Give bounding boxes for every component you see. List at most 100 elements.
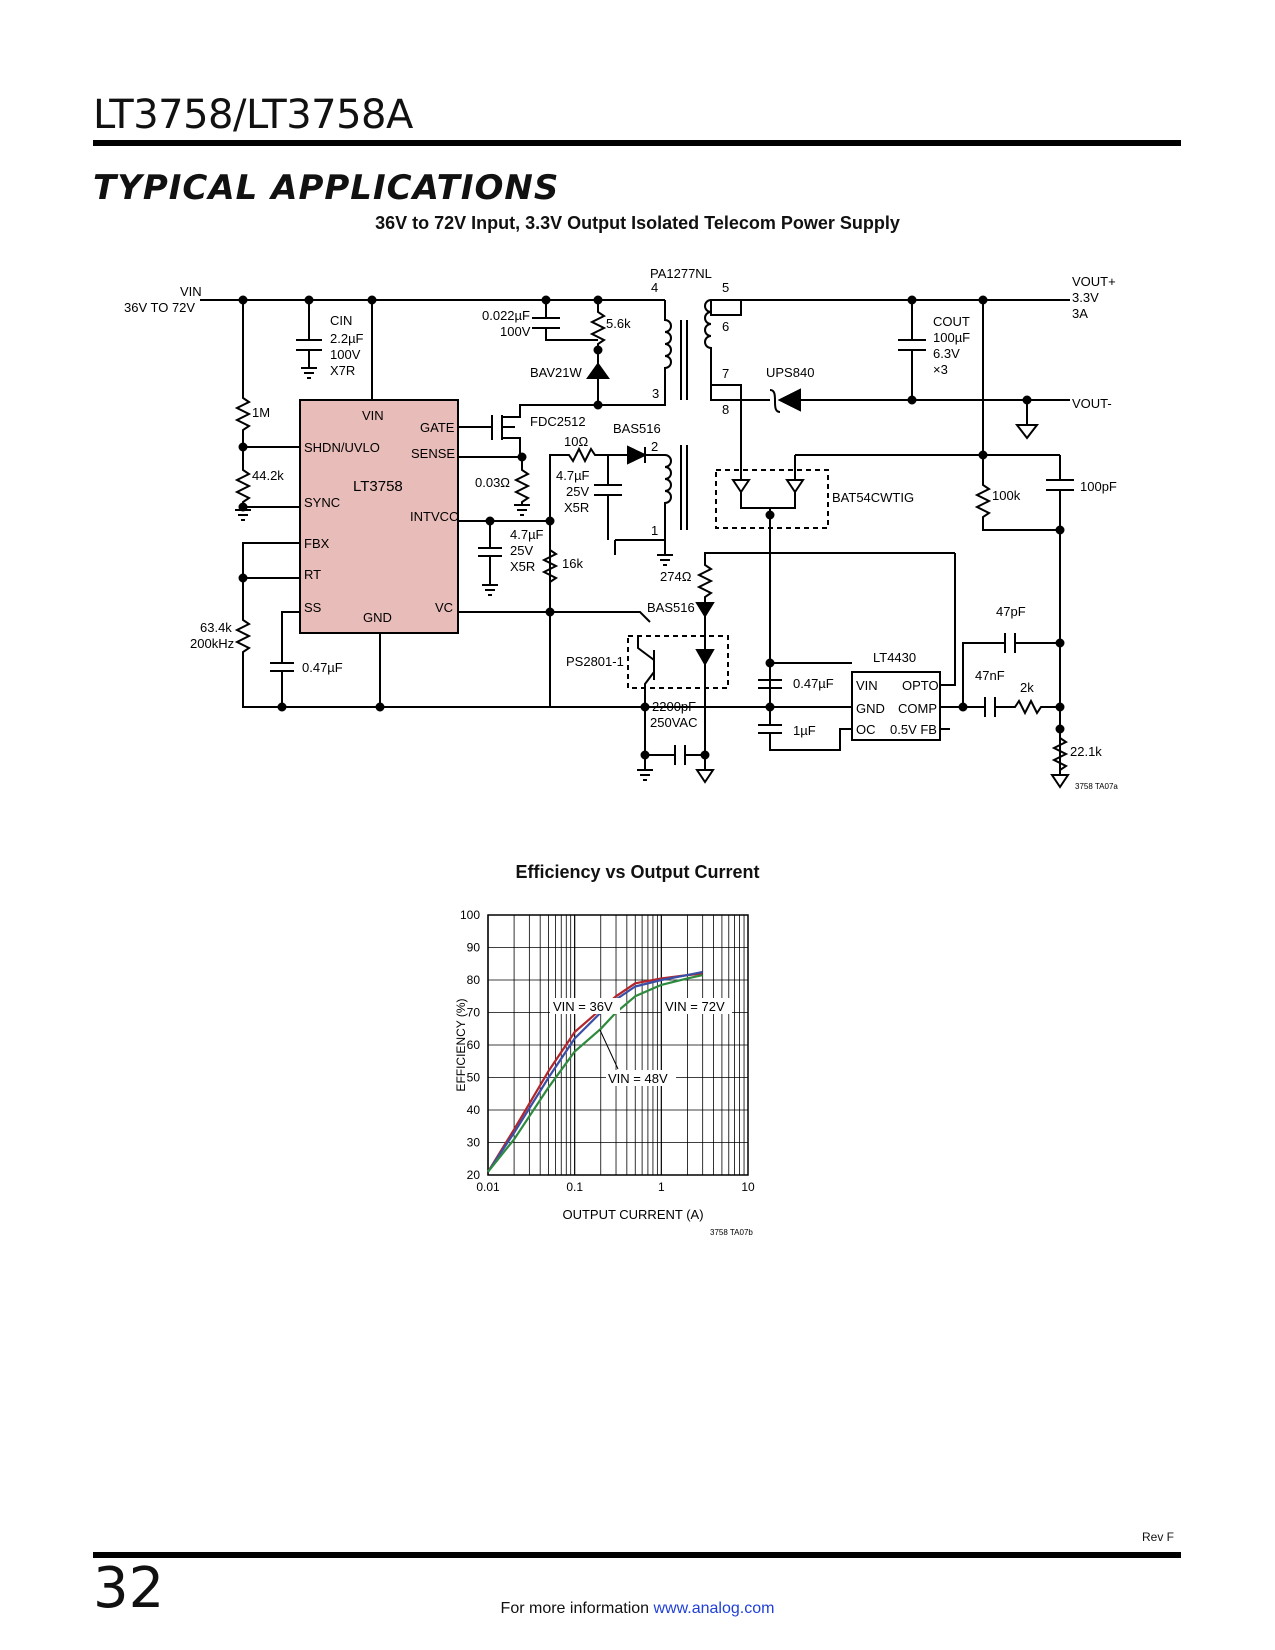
snub-res: 5.6k bbox=[606, 316, 631, 331]
r-22k1: 22.1k bbox=[1070, 744, 1102, 759]
ic-gnd: GND bbox=[363, 610, 392, 625]
cin-voltage: 100V bbox=[330, 347, 361, 362]
y-tick-label: 20 bbox=[467, 1168, 481, 1182]
c47-top: 4.7µF bbox=[556, 468, 590, 483]
c47-bot-v: 25V bbox=[510, 543, 533, 558]
ic-rt: RT bbox=[304, 567, 321, 582]
c-1u: 1µF bbox=[793, 723, 816, 738]
annotation-72v-text: VIN = 72V bbox=[665, 999, 725, 1014]
c-ss: 0.47µF bbox=[302, 660, 343, 675]
pin-2: 2 bbox=[651, 439, 658, 454]
x-tick-label: 10 bbox=[741, 1180, 755, 1194]
r-274: 274Ω bbox=[660, 569, 692, 584]
bav-label: BAV21W bbox=[530, 365, 583, 380]
lt4430-gnd: GND bbox=[856, 701, 885, 716]
header-rule bbox=[93, 140, 1181, 146]
ic-intvcc: INTVCC bbox=[410, 509, 458, 524]
x-axis-label: OUTPUT CURRENT (A) bbox=[562, 1207, 703, 1222]
schematic-code: 3758 TA07a bbox=[1075, 782, 1118, 790]
section-title: TYPICAL APPLICATIONS bbox=[93, 168, 560, 208]
footer-link[interactable]: www.analog.com bbox=[653, 1600, 775, 1617]
footer-rule bbox=[93, 1552, 1181, 1558]
series-line-2 bbox=[487, 974, 703, 1173]
vin-range: 36V TO 72V bbox=[124, 300, 195, 315]
r-63k4: 63.4k bbox=[200, 620, 232, 635]
annotation-36v-text: VIN = 36V bbox=[553, 999, 613, 1014]
ic-gate: GATE bbox=[420, 420, 455, 435]
snub-cap: 0.022µF bbox=[482, 308, 530, 323]
lt4430-comp: COMP bbox=[898, 701, 937, 716]
r-1m: 1M bbox=[252, 405, 270, 420]
r-100k: 100k bbox=[992, 488, 1021, 503]
y-tick-label: 90 bbox=[467, 941, 481, 955]
pin-4: 4 bbox=[651, 280, 658, 295]
vout-minus: VOUT- bbox=[1072, 396, 1112, 411]
ic-name: LT3758 bbox=[353, 478, 403, 495]
c47-bot-d: X5R bbox=[510, 559, 535, 574]
x-tick-label: 0.1 bbox=[566, 1180, 583, 1194]
cin-label: CIN bbox=[330, 313, 352, 328]
ic-vc: VC bbox=[435, 600, 453, 615]
c47-bot: 4.7µF bbox=[510, 527, 544, 542]
y-tick-label: 80 bbox=[467, 973, 481, 987]
lt4430-opto: OPTO bbox=[902, 678, 939, 693]
c-47n: 47nF bbox=[975, 668, 1005, 683]
lt4430-oc: OC bbox=[856, 722, 876, 737]
ic-sync: SYNC bbox=[304, 495, 340, 510]
chart-title: Efficiency vs Output Current bbox=[515, 862, 760, 882]
cin-value: 2.2µF bbox=[330, 331, 364, 346]
page-number: 32 bbox=[93, 1556, 165, 1621]
bas516-top: BAS516 bbox=[613, 421, 661, 436]
c47-top-d: X5R bbox=[564, 500, 589, 515]
annotation-36v: VIN = 36V bbox=[550, 998, 620, 1014]
schematic-title: 36V to 72V Input, 3.3V Output Isolated T… bbox=[375, 213, 900, 233]
vout-plus: VOUT+ bbox=[1072, 274, 1116, 289]
ic-fbx: FBX bbox=[304, 536, 330, 551]
y-tick-label: 50 bbox=[467, 1071, 481, 1085]
c47-top-v: 25V bbox=[566, 484, 589, 499]
r-2k: 2k bbox=[1020, 680, 1034, 695]
opto-label: PS2801-1 bbox=[566, 654, 624, 669]
cin-dielectric: X7R bbox=[330, 363, 355, 378]
y-tick-label: 100 bbox=[460, 908, 480, 922]
footer-text: For more information www.analog.com bbox=[0, 1600, 1275, 1618]
cout-label: COUT bbox=[933, 314, 970, 329]
snub-cap-v: 100V bbox=[500, 324, 531, 339]
r-16k: 16k bbox=[562, 556, 583, 571]
r-freq: 200kHz bbox=[190, 636, 234, 651]
transformer-label: PA1277NL bbox=[650, 266, 712, 281]
cout-count: ×3 bbox=[933, 362, 948, 377]
c-100p: 100pF bbox=[1080, 479, 1117, 494]
lt4430-fb: 0.5V FB bbox=[890, 722, 937, 737]
pin-7: 7 bbox=[722, 366, 729, 381]
footer-info: For more information bbox=[500, 1600, 650, 1617]
ups840-label: UPS840 bbox=[766, 365, 814, 380]
y-tick-label: 40 bbox=[467, 1103, 481, 1117]
pin-3: 3 bbox=[652, 386, 659, 401]
y-tick-label: 60 bbox=[467, 1038, 481, 1052]
fet-label: FDC2512 bbox=[530, 414, 586, 429]
cout-value: 100µF bbox=[933, 330, 970, 345]
r-sense: 0.03Ω bbox=[475, 475, 510, 490]
x-tick-label: 1 bbox=[658, 1180, 665, 1194]
vout-i: 3A bbox=[1072, 306, 1088, 321]
cout-voltage: 6.3V bbox=[933, 346, 960, 361]
y-tick-label: 70 bbox=[467, 1006, 481, 1020]
rev-label: Rev F bbox=[1142, 1530, 1175, 1544]
annotation-48v-text: VIN = 48V bbox=[608, 1071, 668, 1086]
ic-sense: SENSE bbox=[411, 446, 455, 461]
annotation-48v: VIN = 48V bbox=[599, 1029, 676, 1086]
r-10: 10Ω bbox=[564, 434, 588, 449]
pin-8: 8 bbox=[722, 402, 729, 417]
y-tick-label: 30 bbox=[467, 1136, 481, 1150]
r-44k2: 44.2k bbox=[252, 468, 284, 483]
vin-label: VIN bbox=[180, 284, 202, 299]
ic-ss: SS bbox=[304, 600, 322, 615]
c-047b: 0.47µF bbox=[793, 676, 834, 691]
pin-5: 5 bbox=[722, 280, 729, 295]
pin-6: 6 bbox=[722, 319, 729, 334]
chart-grid bbox=[487, 914, 749, 1176]
chart-code: 3758 TA07b bbox=[710, 1228, 753, 1237]
